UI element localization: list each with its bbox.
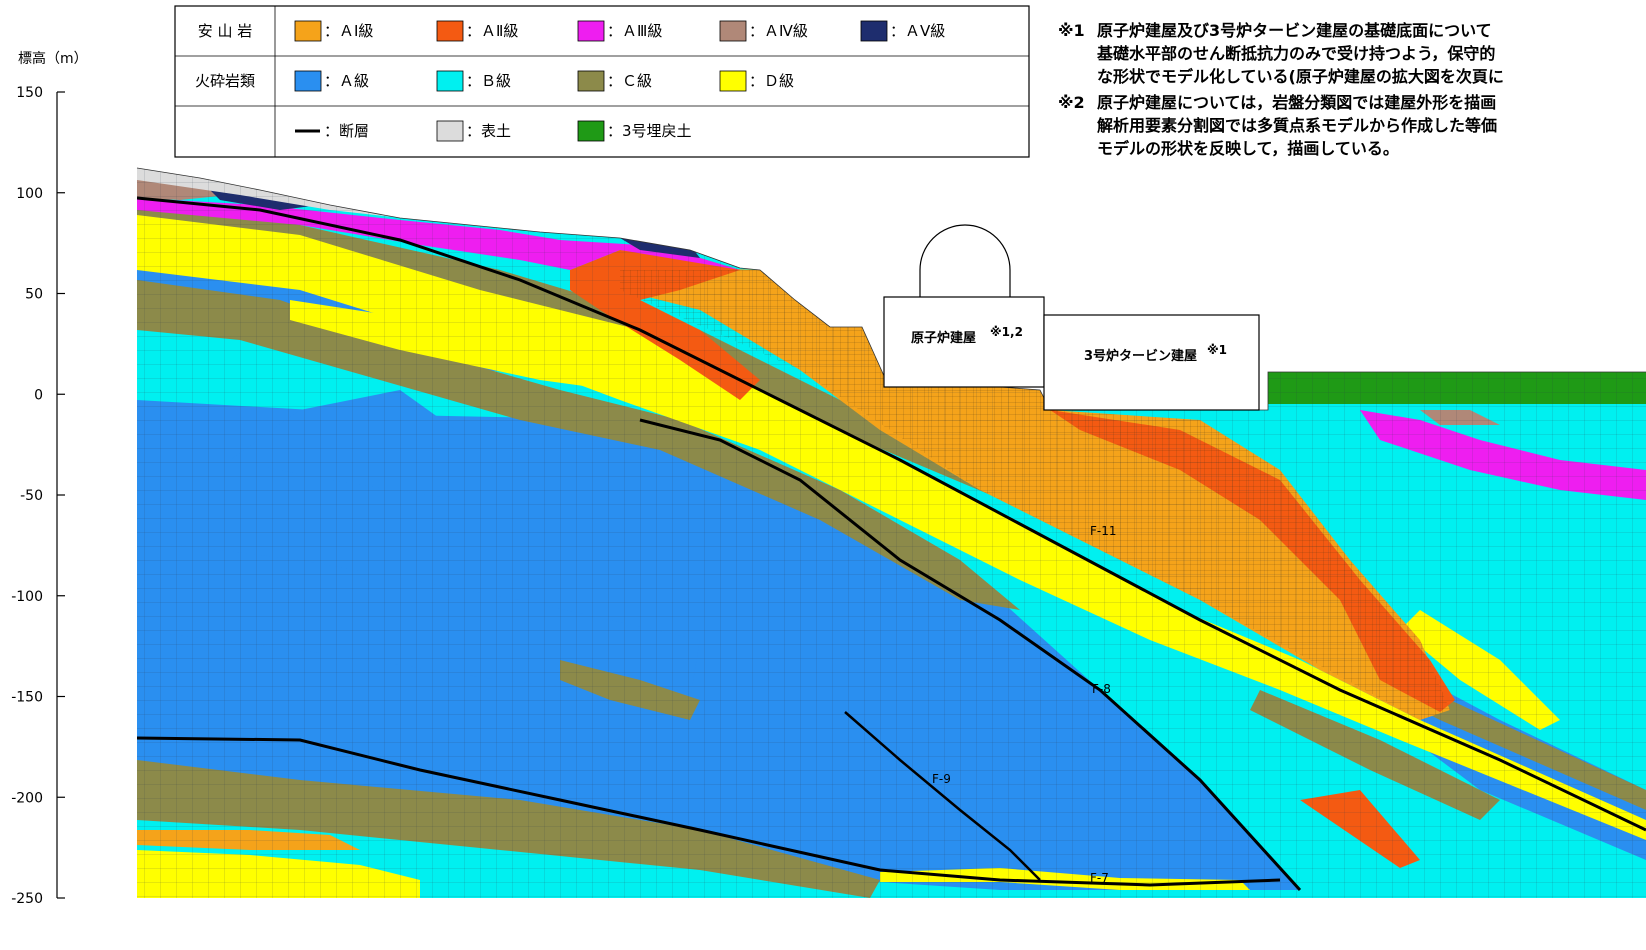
axis-tick-label: -100 xyxy=(11,589,43,605)
fault-line-f11 xyxy=(137,196,1646,832)
fault-line-f8 xyxy=(639,418,1302,892)
reactor-body xyxy=(883,296,1045,388)
fault-label-f8: F-8 xyxy=(1092,682,1111,696)
legend-swatch-andesite-a5 xyxy=(860,20,888,42)
mesh-grid xyxy=(137,168,1646,898)
geology-section xyxy=(137,168,1646,898)
note-line: 原子炉建屋については，岩盤分類図では建屋外形を描画 xyxy=(1097,93,1496,112)
reactor-building: 原子炉建屋 ※1,2 xyxy=(883,224,1045,388)
axis-tick-label: 150 xyxy=(16,85,43,101)
axis-tick-label: 50 xyxy=(25,287,43,303)
turbine-note-mark: ※1 xyxy=(1207,343,1227,357)
fault-label-f11: F-11 xyxy=(1090,524,1117,538)
note-line: 解析用要素分割図では多質点系モデルから作成した等価 xyxy=(1097,116,1497,135)
legend-label-andesite-a2: ：ＡⅡ級 xyxy=(466,22,518,40)
axis-tick-label: -150 xyxy=(11,690,43,706)
legend-swatch-pyro-a xyxy=(294,70,322,92)
legend-swatch-pyro-d xyxy=(719,70,747,92)
note-mark: ※2 xyxy=(1058,93,1085,112)
mesh-fine-zone xyxy=(620,270,1450,720)
axis-tick-label: -250 xyxy=(11,891,43,907)
turbine-body xyxy=(1043,314,1260,411)
axis-tick-label: -50 xyxy=(20,488,43,504)
legend-swatch-pyro-c xyxy=(577,70,605,92)
legend-label-andesite-a4: ：ＡⅣ級 xyxy=(749,22,808,40)
legend-label-topsoil: ：表土 xyxy=(466,122,511,140)
legend-label-andesite-a1: ：ＡⅠ級 xyxy=(324,22,373,40)
fault-label-f9: F-9 xyxy=(932,772,951,786)
legend-swatch-backfill xyxy=(577,120,605,142)
reactor-dome xyxy=(919,224,1011,297)
legend-label-pyro-c: ：Ｃ級 xyxy=(607,72,652,90)
notes: ※1 原子炉建屋及び3号炉タービン建屋の基礎底面について基礎水平部のせん断抵抗力の… xyxy=(1058,21,1504,158)
axis-tick-label: -200 xyxy=(11,790,43,806)
axis-tick-label: 0 xyxy=(34,387,43,403)
legend-category-label: 安 山 岩 xyxy=(198,22,253,40)
legend-label-pyro-b: ：Ｂ級 xyxy=(466,72,511,90)
legend-label-andesite-a5: ：ＡⅤ級 xyxy=(890,22,945,40)
legend-label-pyro-a: ：Ａ級 xyxy=(324,72,369,90)
axis-label: 標高（m） xyxy=(18,50,88,67)
note-line: モデルの形状を反映して，描画している。 xyxy=(1097,139,1399,158)
axis-ticks: 150 100 50 0 -50 -100 -150 -200 -250 xyxy=(11,85,65,907)
legend-swatch-topsoil xyxy=(436,120,464,142)
note-line: 原子炉建屋及び3号炉タービン建屋の基礎底面について xyxy=(1097,21,1492,40)
legend-swatch-andesite-a1 xyxy=(294,20,322,42)
fault-label-f7: F-7 xyxy=(1090,871,1109,885)
legend-label-backfill: ：3号埋戻土 xyxy=(607,122,692,140)
legend-swatch-pyro-b xyxy=(436,70,464,92)
elevation-axis: 標高（m） 150 100 50 0 -50 -100 -150 -200 -250 xyxy=(11,50,87,907)
legend-label-pyro-d: ：Ｄ級 xyxy=(749,72,794,90)
legend-swatch-andesite-a4 xyxy=(719,20,747,42)
reactor-label: 原子炉建屋 xyxy=(911,330,976,346)
axis-tick-label: 100 xyxy=(16,186,43,202)
reactor-note-mark: ※1,2 xyxy=(990,325,1023,339)
note-line: な形状でモデル化している(原子炉建屋の拡大図を次頁に xyxy=(1097,67,1504,86)
turbine-building: 3号炉タービン建屋 ※1 xyxy=(1043,314,1260,411)
legend-swatch-andesite-a3 xyxy=(577,20,605,42)
legend-swatch-andesite-a2 xyxy=(436,20,464,42)
fault-line-f9 xyxy=(844,711,1041,881)
turbine-label: 3号炉タービン建屋 xyxy=(1084,348,1197,364)
note-mark: ※1 xyxy=(1058,21,1085,40)
legend-label-andesite-a3: ：ＡⅢ級 xyxy=(607,22,662,40)
legend-label-fault: ：断層 xyxy=(324,122,369,140)
note-line: 基礎水平部のせん断抵抗力のみで受け持つよう，保守的 xyxy=(1096,44,1495,63)
fault-line-f7 xyxy=(137,736,1281,887)
legend-category-label: 火砕岩類 xyxy=(195,72,255,90)
